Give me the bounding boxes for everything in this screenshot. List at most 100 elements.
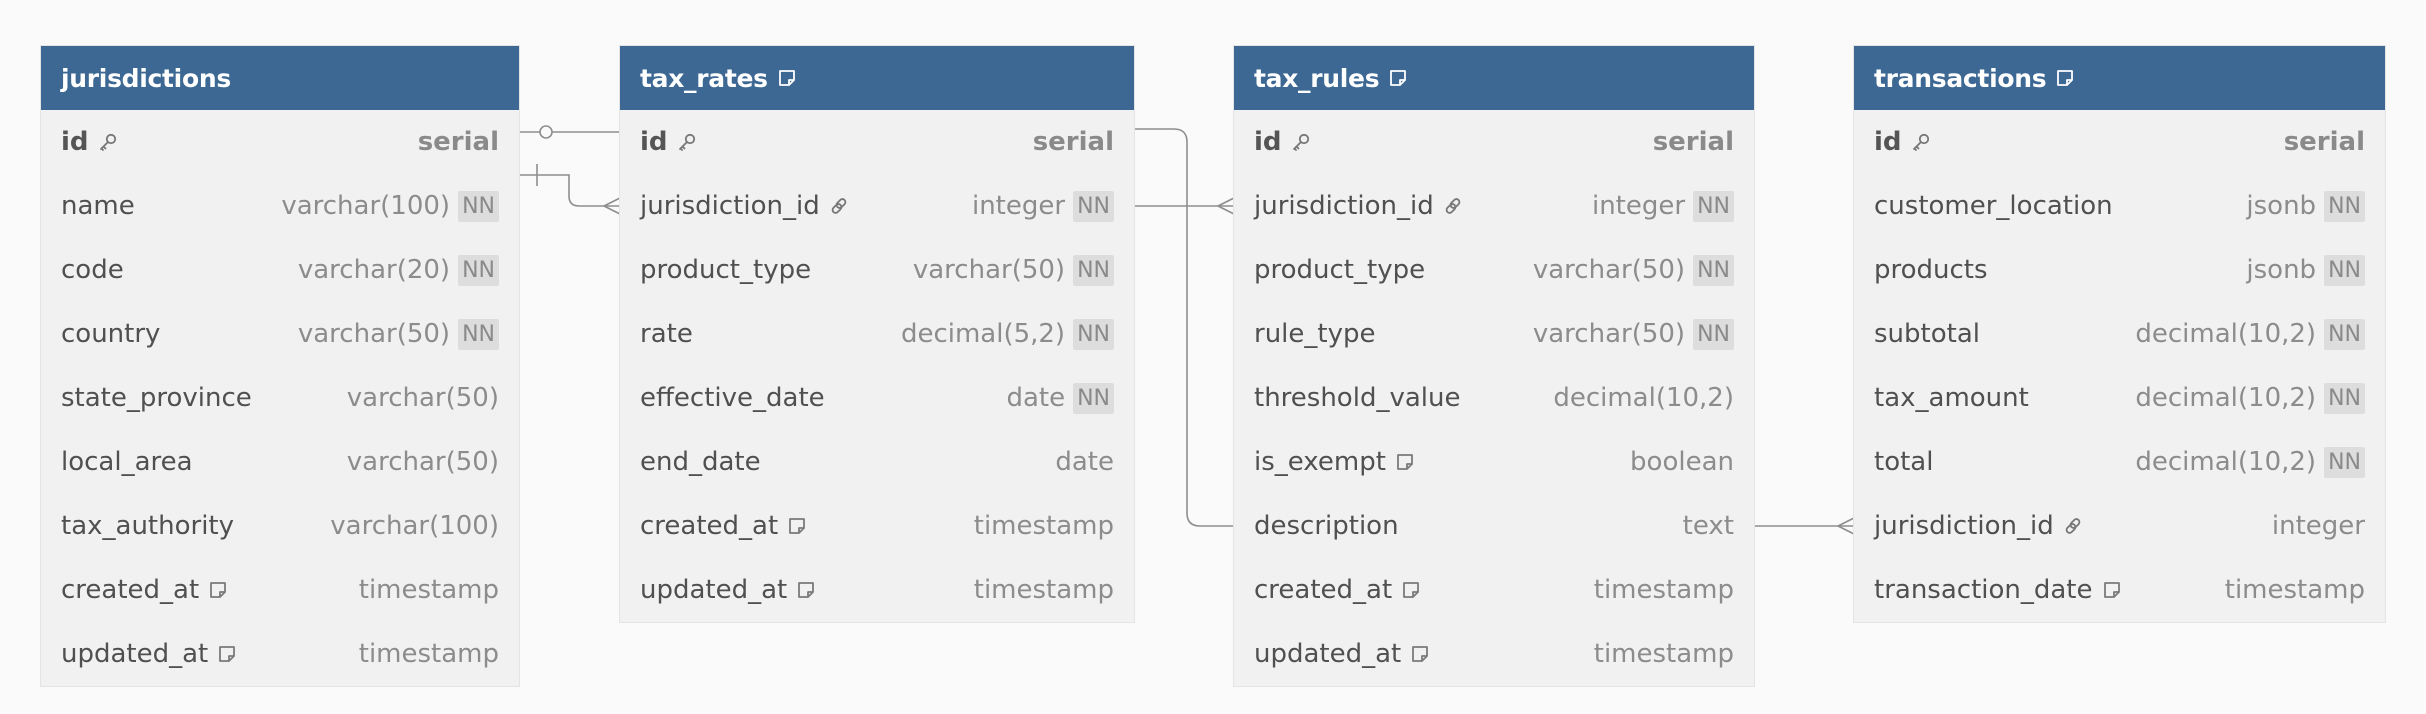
- field-row-local-area[interactable]: local_area varchar(50): [41, 430, 519, 494]
- field-type: integer: [2271, 511, 2365, 541]
- field-type-group: text: [1683, 511, 1734, 541]
- table-note-icon[interactable]: [2055, 68, 2075, 88]
- field-type-group: integer: [2272, 511, 2365, 541]
- field-row-created-at[interactable]: created_at timestamp: [1234, 558, 1754, 622]
- link-icon: [1445, 198, 1461, 214]
- field-name: updated_at: [640, 575, 788, 605]
- field-note-icon[interactable]: [2102, 580, 2122, 600]
- field-type: timestamp: [358, 575, 499, 605]
- field-type: timestamp: [973, 575, 1114, 605]
- field-type: timestamp: [1593, 639, 1734, 669]
- field-name: local_area: [61, 447, 193, 477]
- field-name: state_province: [61, 383, 252, 413]
- field-row-created-at[interactable]: created_at timestamp: [620, 494, 1134, 558]
- table-header[interactable]: tax_rules: [1234, 46, 1754, 110]
- not-null-badge: NN: [2324, 446, 2365, 478]
- not-null-badge: NN: [458, 190, 499, 222]
- field-row-updated-at[interactable]: updated_at timestamp: [1234, 622, 1754, 686]
- table-note-icon[interactable]: [1388, 68, 1408, 88]
- field-row-total[interactable]: total decimal(10,2)NN: [1854, 430, 2385, 494]
- field-name: is_exempt: [1254, 447, 1386, 477]
- field-type-group: timestamp: [1594, 575, 1734, 605]
- not-null-badge: NN: [2324, 190, 2365, 222]
- key-icon: [678, 133, 695, 151]
- field-row-updated-at[interactable]: updated_at timestamp: [620, 558, 1134, 622]
- field-type: decimal(10,2): [2135, 447, 2317, 477]
- field-name-group: created_at: [1254, 575, 1421, 605]
- key-icon: [1292, 133, 1309, 151]
- field-type-group: serial: [1033, 127, 1114, 157]
- field-type: serial: [417, 127, 499, 157]
- field-name-group: created_at: [640, 511, 807, 541]
- field-type-group: serial: [2284, 127, 2365, 157]
- field-type-group: varchar(50)NN: [1532, 254, 1734, 286]
- field-type: decimal(10,2): [2135, 383, 2317, 413]
- table-header[interactable]: jurisdictions: [41, 46, 519, 110]
- table-header[interactable]: transactions: [1854, 46, 2385, 110]
- field-note-icon[interactable]: [1395, 452, 1415, 472]
- field-name-group: jurisdiction_id: [640, 191, 849, 221]
- field-type: serial: [1652, 127, 1734, 157]
- field-type-group: varchar(50): [347, 447, 499, 477]
- field-row-id[interactable]: id serial: [620, 110, 1134, 174]
- field-name-group: products: [1874, 255, 1988, 285]
- field-type-group: timestamp: [974, 511, 1114, 541]
- field-type-group: decimal(10,2)NN: [2135, 318, 2365, 350]
- field-name-group: updated_at: [1254, 639, 1430, 669]
- field-note-icon[interactable]: [208, 580, 228, 600]
- field-note-icon[interactable]: [1410, 644, 1430, 664]
- field-name-group: subtotal: [1874, 319, 1980, 349]
- field-name-group: id: [640, 127, 697, 157]
- table-header[interactable]: tax_rates: [620, 46, 1134, 110]
- field-row-subtotal[interactable]: subtotal decimal(10,2)NN: [1854, 302, 2385, 366]
- crow-foot-marker: [1217, 197, 1235, 215]
- link-icon: [2065, 518, 2081, 534]
- table-note-icon[interactable]: [777, 68, 797, 88]
- field-note-icon[interactable]: [796, 580, 816, 600]
- field-type: decimal(5,2): [900, 319, 1066, 349]
- field-type: varchar(100): [330, 511, 499, 541]
- field-name-group: name: [61, 191, 135, 221]
- field-name: created_at: [1254, 575, 1393, 605]
- field-name: subtotal: [1874, 319, 1980, 349]
- field-note-icon[interactable]: [1401, 580, 1421, 600]
- field-note-icon[interactable]: [787, 516, 807, 536]
- field-name: tax_amount: [1874, 383, 2029, 413]
- field-name-group: total: [1874, 447, 1933, 477]
- field-type: serial: [1032, 127, 1114, 157]
- field-name: end_date: [640, 447, 761, 477]
- field-type: varchar(50): [1532, 255, 1686, 285]
- field-type: decimal(10,2): [2135, 319, 2317, 349]
- field-note-icon[interactable]: [217, 644, 237, 664]
